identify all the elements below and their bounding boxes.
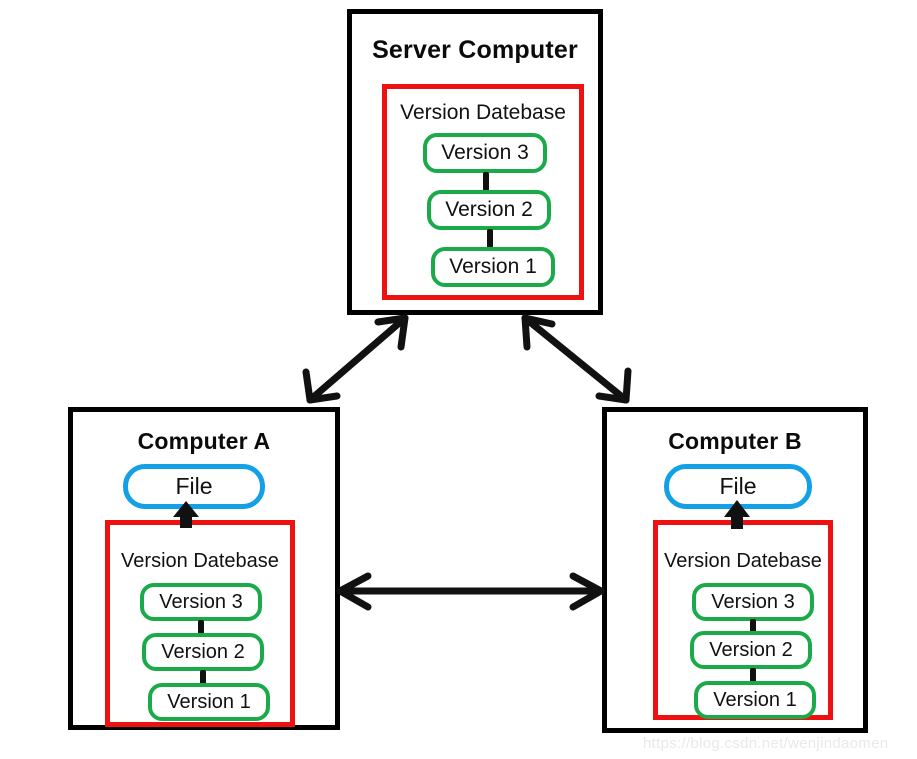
computer-b-title: Computer B [668,428,802,454]
node-computer-a: Computer A File Version Datebase Version… [68,407,340,730]
computer-b-version-3-label: Version 3 [711,590,795,613]
edge-computer-a-to-computer-b [336,572,605,611]
computer-a-file-label: File [175,473,213,499]
computer-a-version-database-label: Version Datebase [121,550,279,572]
server-version-3-label: Version 3 [441,141,529,164]
server-version-connector-2-1 [487,229,493,248]
computer-a-version-3: Version 3 [140,583,262,621]
server-computer-title: Server Computer [372,36,578,64]
computer-a-version-2-label: Version 2 [161,640,245,663]
computer-a-version-3-label: Version 3 [159,590,243,613]
edge-server-to-computer-b [521,314,632,404]
computer-b-version-3: Version 3 [692,583,814,621]
computer-b-version-1: Version 1 [694,681,816,719]
server-version-1: Version 1 [431,247,555,287]
computer-a-version-connector-2-1 [200,670,206,685]
computer-b-version-2: Version 2 [690,631,812,669]
edge-server-to-computer-a [302,314,409,404]
server-version-connector-3-2 [483,172,489,191]
server-version-1-label: Version 1 [449,255,537,278]
computer-b-file: File [664,464,812,509]
computer-a-version-database: Version Datebase Version 3 Version 2 Ver… [105,520,295,727]
server-version-database-label: Version Datebase [400,101,566,124]
computer-b-version-1-label: Version 1 [713,688,797,711]
server-version-2-label: Version 2 [445,198,533,221]
node-computer-b: Computer B File Version Datebase Version… [602,407,868,733]
computer-a-version-1-label: Version 1 [167,690,251,713]
computer-a-title: Computer A [137,428,271,454]
computer-a-version-2: Version 2 [142,633,264,671]
computer-b-version-connector-2-1 [750,668,756,684]
computer-b-version-connector-3-2 [750,619,756,635]
node-server-computer: Server Computer Version Datebase Version… [347,9,603,315]
computer-b-version-database: Version Datebase Version 3 Version 2 Ver… [653,520,833,720]
server-version-database: Version Datebase Version 3 Version 2 Ver… [382,84,584,300]
watermark-text: https://blog.csdn.net/wenjindaomen [643,735,889,752]
computer-a-file: File [123,464,265,509]
computer-a-version-connector-3-2 [198,620,204,635]
server-version-3: Version 3 [423,133,547,173]
computer-b-file-label: File [719,473,757,499]
computer-a-version-1: Version 1 [148,683,270,721]
server-version-2: Version 2 [427,190,551,230]
computer-b-version-database-label: Version Datebase [664,550,822,572]
computer-b-version-2-label: Version 2 [709,638,793,661]
